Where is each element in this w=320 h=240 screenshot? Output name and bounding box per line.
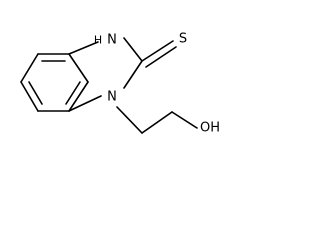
bond-n3-c2 <box>123 37 143 62</box>
bond-n1-ch2 <box>116 106 143 134</box>
bond-c3a-n3 <box>68 41 99 55</box>
double-bond-c2-s-b <box>145 46 177 68</box>
bond-c5-c6 <box>20 53 39 83</box>
bond-c3a-c4 <box>68 53 89 83</box>
nh-nitrogen-label: N <box>107 33 117 48</box>
sulfur-label: S <box>179 32 187 47</box>
nh-hydrogen-label: H <box>94 34 102 47</box>
bond-c6-c7 <box>20 81 39 112</box>
chemical-structure: H N S N OH <box>20 32 220 136</box>
double-bond-c2-s-a <box>141 40 174 62</box>
hydroxyl-label: OH <box>200 121 220 136</box>
n1-nitrogen-label: N <box>107 90 117 105</box>
hydroxymethyl-group <box>116 106 198 134</box>
bond-ch2-o <box>141 111 173 134</box>
bond-c2-n1 <box>123 60 143 89</box>
bond-n1-c7a <box>68 95 102 112</box>
thione-group <box>141 40 177 68</box>
benzene-ring <box>20 53 89 112</box>
bond-o-h-stub <box>171 111 198 129</box>
double-bond-c6-c7 <box>28 81 43 105</box>
imidazole-ring <box>68 37 143 112</box>
double-bond-c7a-c3a <box>65 81 81 105</box>
bond-c7a-c3a <box>68 81 89 112</box>
